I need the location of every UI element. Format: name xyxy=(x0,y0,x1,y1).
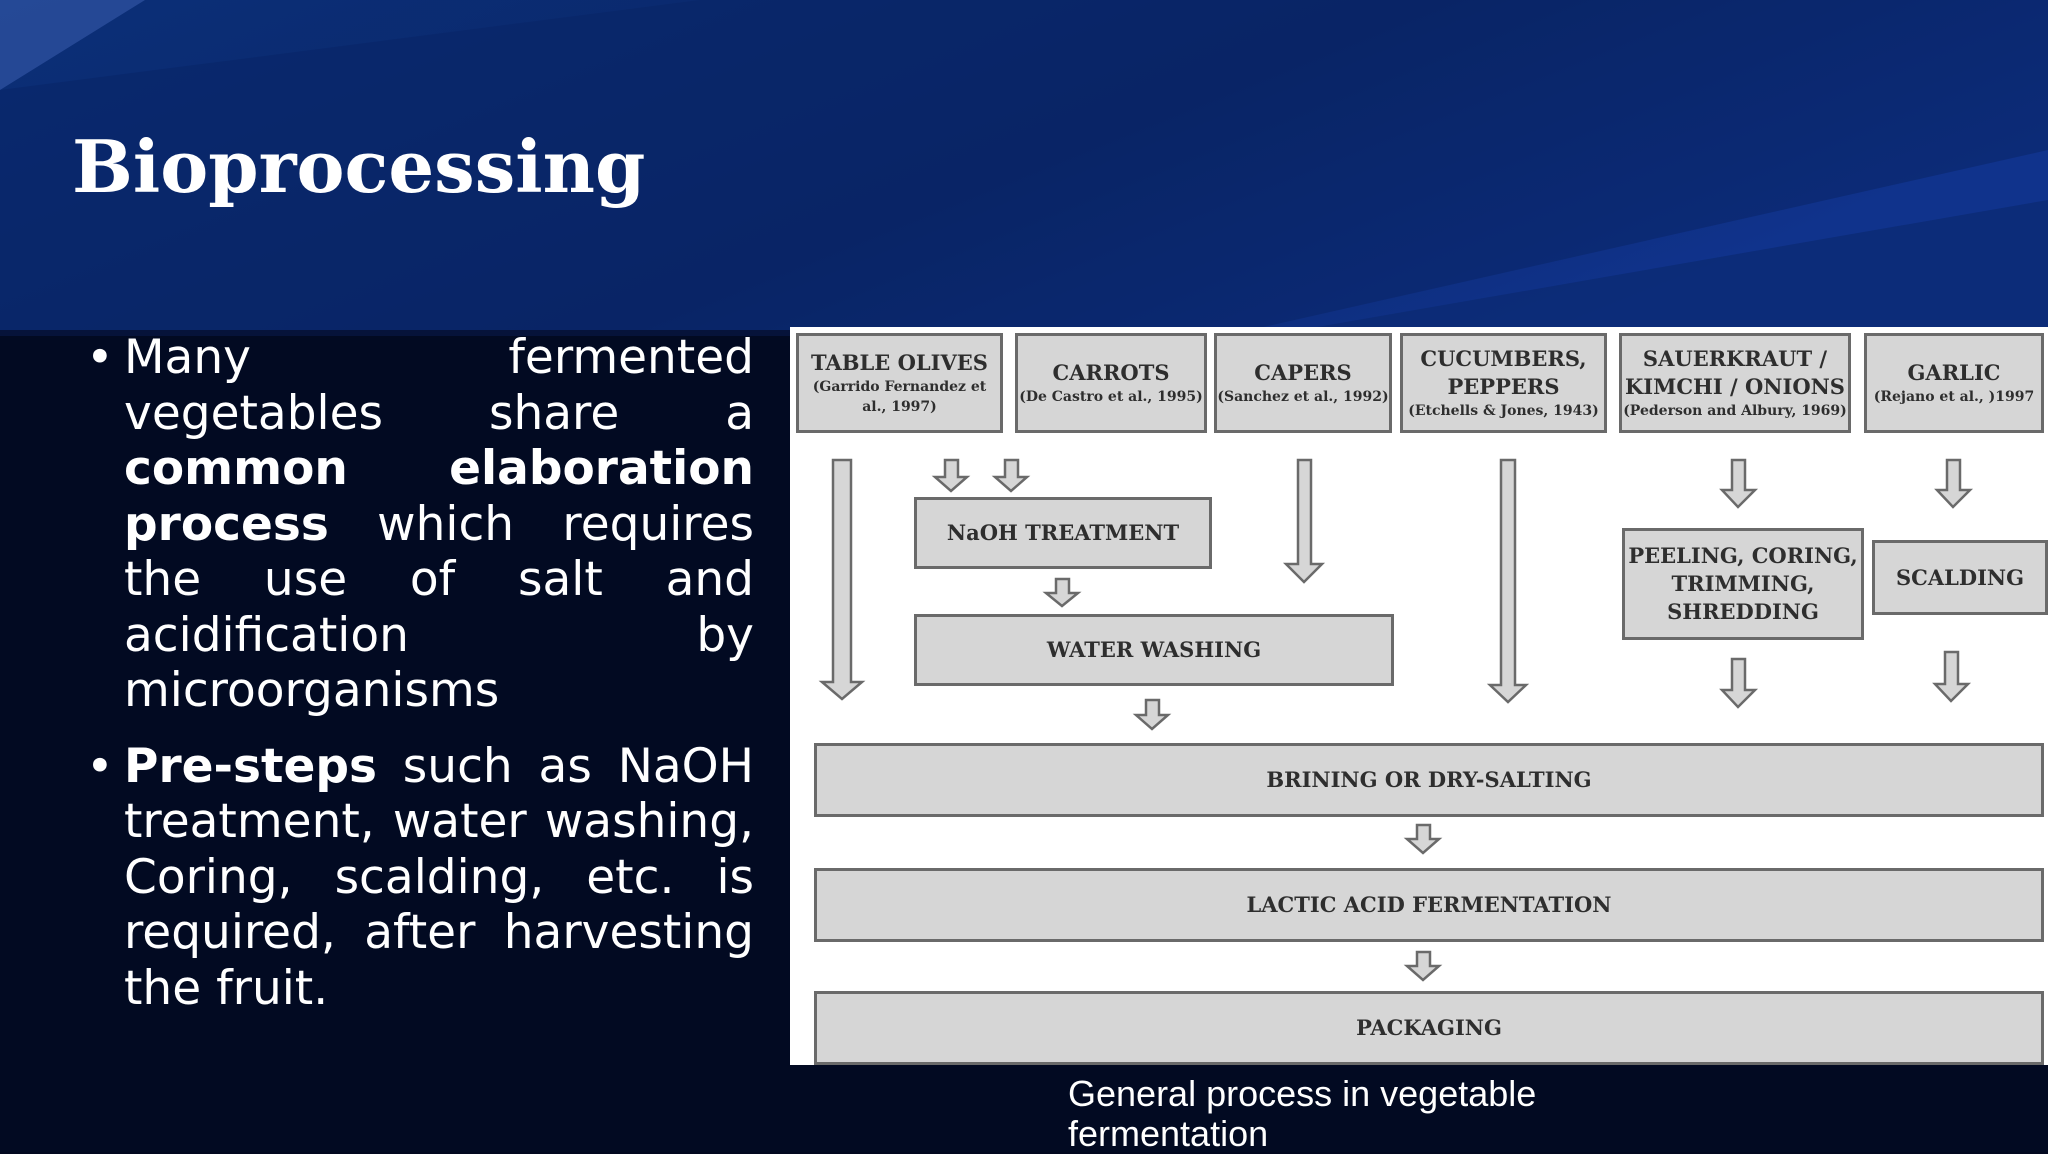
source-reference: (De Castro et al., 1995) xyxy=(1019,389,1203,405)
source-table-olives: TABLE OLIVES (Garrido Fernandez et al., … xyxy=(796,333,1003,433)
step-lactic-acid-fermentation: LACTIC ACID FERMENTATION xyxy=(814,868,2044,942)
source-reference: (Etchells & Jones, 1943) xyxy=(1408,403,1599,419)
arrow-down-icon xyxy=(991,458,1031,493)
bullet-emphasis: Pre-steps xyxy=(124,738,377,794)
step-naoh-treatment: NaOH TREATMENT xyxy=(914,497,1212,569)
source-garlic: GARLIC (Rejano et al., )1997 xyxy=(1864,333,2044,433)
bullet-text: which requires the use of salt and acidi… xyxy=(124,496,754,719)
step-packaging: PACKAGING xyxy=(814,991,2044,1065)
source-reference: (Garrido Fernandez et al., 1997) xyxy=(812,379,987,415)
bullet-item: Many fermented vegetables share a common… xyxy=(86,330,754,719)
bullet-item: Pre-steps such as NaOH treatment, water … xyxy=(86,739,754,1017)
source-carrots: CARROTS (De Castro et al., 1995) xyxy=(1015,333,1207,433)
arrow-down-icon xyxy=(818,458,866,701)
bullet-emphasis: common elaboration process xyxy=(124,441,754,552)
arrow-down-icon xyxy=(1719,657,1759,709)
source-reference: (Rejano et al., )1997 xyxy=(1873,389,2035,405)
bullet-list: Many fermented vegetables share a common… xyxy=(86,330,754,1036)
arrow-down-icon xyxy=(1486,458,1530,704)
source-capers: CAPERS (Sanchez et al., 1992) xyxy=(1214,333,1392,433)
arrow-down-icon xyxy=(1282,458,1326,584)
diagram-arrows xyxy=(818,458,1974,982)
arrow-down-icon xyxy=(1042,577,1082,608)
step-scalding: SCALDING xyxy=(1872,540,2048,615)
arrow-down-icon xyxy=(1934,458,1974,509)
arrow-down-icon xyxy=(931,458,971,493)
arrow-down-icon xyxy=(1403,823,1443,855)
source-reference: (Pederson and Albury, 1969) xyxy=(1623,403,1847,419)
source-sauerkraut-kimchi-onions: SAUERKRAUT / KIMCHI / ONIONS (Pederson a… xyxy=(1619,333,1851,433)
step-water-washing: WATER WASHING xyxy=(914,614,1394,686)
bullet-text: Many fermented vegetables share a xyxy=(124,330,754,441)
step-brining-dry-salting: BRINING OR DRY-SALTING xyxy=(814,743,2044,817)
fermentation-process-diagram: TABLE OLIVES (Garrido Fernandez et al., … xyxy=(790,327,2048,1065)
source-name: CARROTS xyxy=(1052,360,1170,385)
source-cucumbers-peppers: CUCUMBERS, PEPPERS (Etchells & Jones, 19… xyxy=(1400,333,1607,433)
source-name: CAPERS xyxy=(1254,360,1352,385)
bullet-text: such as NaOH treatment, water washing, C… xyxy=(124,738,754,1016)
arrow-down-icon xyxy=(1403,950,1443,982)
arrow-down-icon xyxy=(1132,698,1172,731)
source-name: GARLIC xyxy=(1907,360,2001,385)
source-name: CUCUMBERS, PEPPERS xyxy=(1420,346,1587,399)
source-name: SAUERKRAUT / KIMCHI / ONIONS xyxy=(1625,346,1845,399)
arrow-down-icon xyxy=(1719,458,1759,509)
arrow-down-icon xyxy=(1932,650,1972,703)
step-peeling-coring: PEELING, CORING, TRIMMING, SHREDDING xyxy=(1622,528,1864,640)
diagram-caption: General process in vegetable fermentatio… xyxy=(1068,1073,1537,1154)
source-reference: (Sanchez et al., 1992) xyxy=(1217,389,1389,405)
slide-title: Bioprocessing xyxy=(72,124,646,209)
source-name: TABLE OLIVES xyxy=(811,350,988,375)
